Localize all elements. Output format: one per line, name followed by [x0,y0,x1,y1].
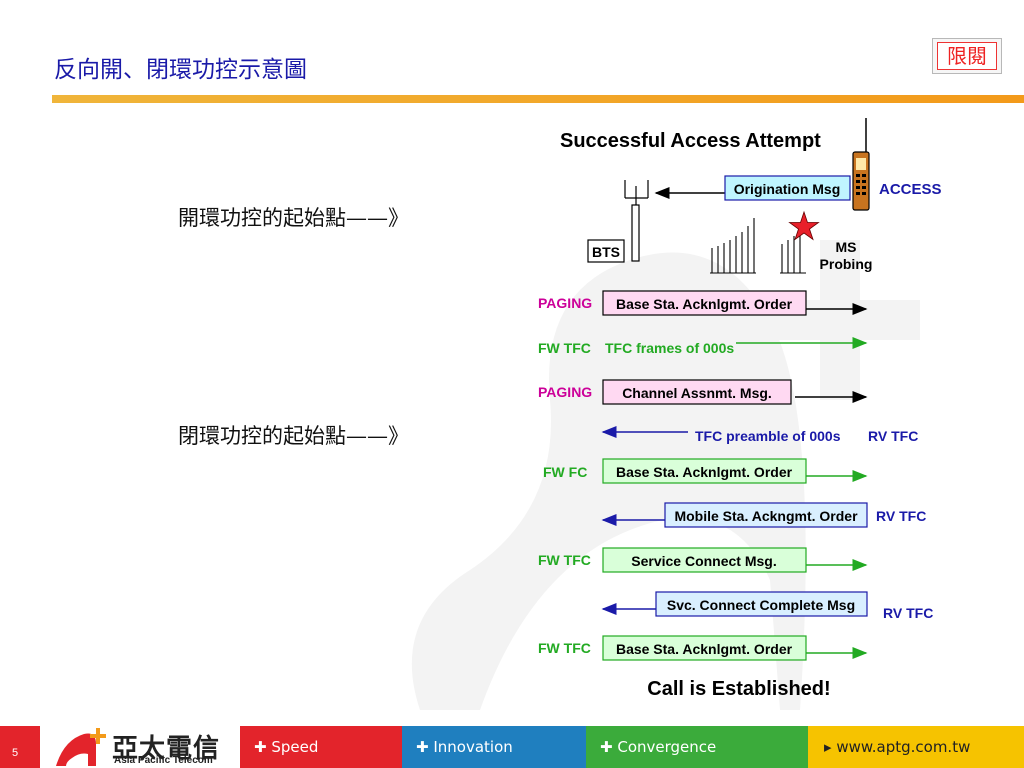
aptg-a-logo-icon [56,728,106,766]
mobile-phone-icon [852,118,870,211]
logo-chinese-name: 亞太電信 [112,734,221,764]
row1-channel: PAGING [538,295,592,311]
row3-box [602,379,792,405]
row5-channel: FW FC [543,464,587,480]
origination-msg: Origination Msg [734,181,841,197]
access-call-flow-diagram: Successful Access Attempt BTS Originatio… [538,118,942,700]
probe-star-icon [788,210,820,241]
footer-logo-area [40,726,240,768]
diagram-heading: Successful Access Attempt [560,130,821,152]
row5-message: Base Sta. Acknlgmt. Order [616,464,793,480]
probing-label: Probing [820,256,873,272]
row6-message: Mobile Sta. Ackngmt. Order [674,508,858,524]
footer-speed-label: Speed [271,738,319,756]
row9-channel: FW TFC [538,640,591,656]
page-title: 反向開、閉環功控示意圖 [54,57,307,83]
page-number: 5 [12,747,19,759]
access-label: ACCESS [879,181,942,198]
row2-message: TFC frames of 000s [605,340,734,356]
row8-channel: RV TFC [883,605,933,621]
ms-label: MS [836,239,857,255]
row1-message: Base Sta. Acknlgmt. Order [616,296,793,312]
footer-url-label[interactable]: www.aptg.com.tw [836,738,971,756]
title-rule [52,95,1024,103]
call-established-label: Call is Established! [647,678,830,700]
row8-message: Svc. Connect Complete Msg [667,597,855,613]
row3-channel: PAGING [538,384,592,400]
row7-message: Service Connect Msg. [631,553,777,569]
logo-english-name: Asia Pacific Telecom [114,755,213,766]
footer-convergence-label: Convergence [617,738,717,756]
row7-channel: FW TFC [538,552,591,568]
footer-convergence: ✚ Convergence [586,726,808,768]
footer-innovation: ✚ Innovation [402,726,586,768]
bts-label: BTS [592,244,620,260]
row4-message: TFC preamble of 000s [695,428,841,444]
bts-antenna-icon [624,180,649,262]
footer-url[interactable]: ▸ www.aptg.com.tw [808,726,1024,768]
row9-message: Base Sta. Acknlgmt. Order [616,641,793,657]
closed-loop-start-label: 閉環功控的起始點——》 [178,424,409,448]
row6-box [664,502,868,528]
row1-box [602,290,807,316]
bts-box [587,239,625,263]
row7-box [602,547,807,573]
row8-box [655,591,868,617]
row9-box [602,635,807,661]
restricted-badge-label: 限閱 [937,42,997,70]
origination-msg-box [724,175,851,201]
row3-message: Channel Assnmt. Msg. [622,385,772,401]
footer-speed: ✚ Speed [240,726,402,768]
restricted-badge: 限閱 [932,38,1002,74]
row6-channel: RV TFC [876,508,926,524]
open-loop-start-label: 開環功控的起始點——》 [178,206,409,230]
row5-box [602,458,807,484]
ms-probing-bars [710,218,806,274]
row4-channel: RV TFC [868,428,918,444]
footer-innovation-label: Innovation [433,738,513,756]
row2-channel: FW TFC [538,340,591,356]
footer-bar: ✚ Speed ✚ Innovation ✚ Convergence ▸ www… [0,726,1024,768]
footer-red-block [0,726,40,768]
